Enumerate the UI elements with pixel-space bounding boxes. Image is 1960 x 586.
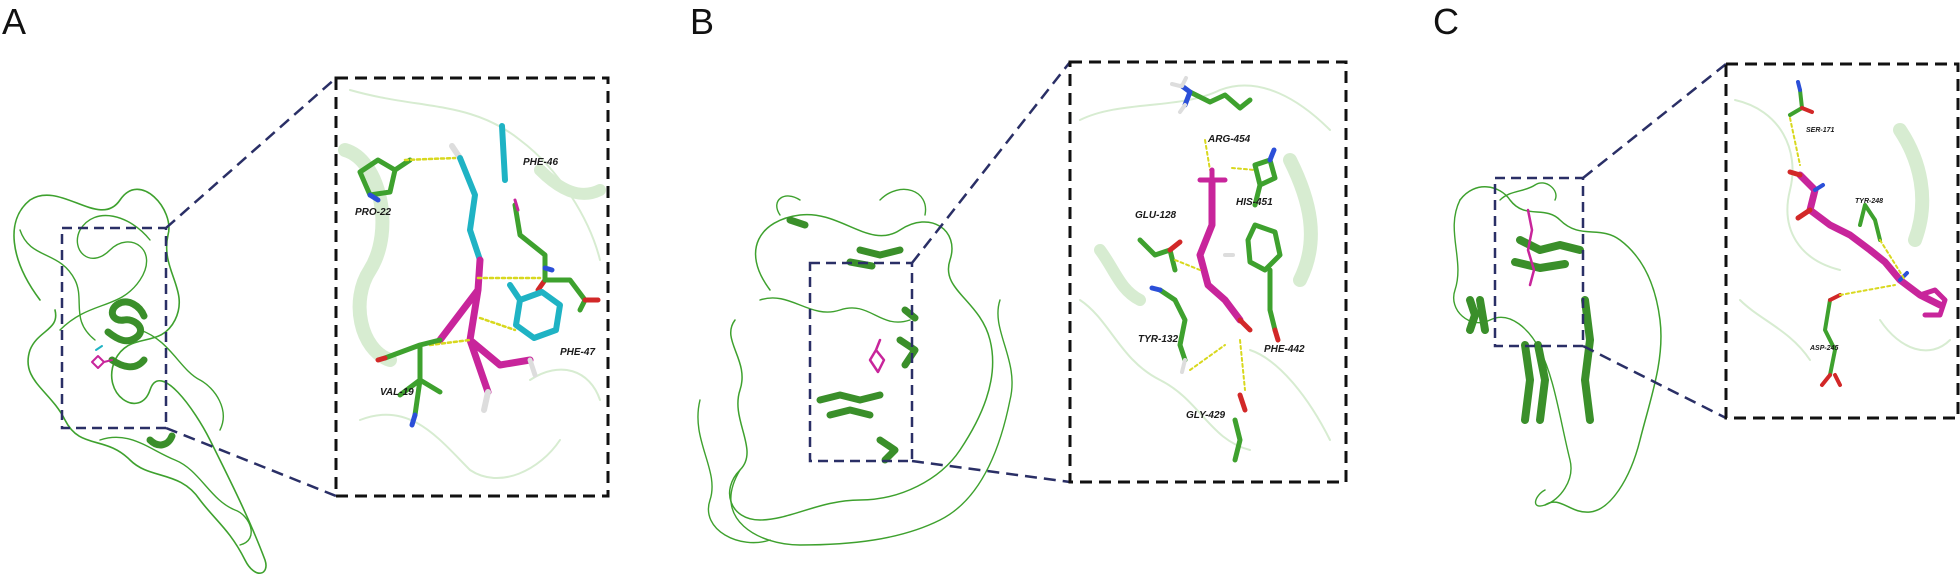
zoom-line-b-bottom xyxy=(911,459,1071,484)
panel-a: A xyxy=(2,1,610,574)
zoom-frame-a xyxy=(334,76,610,498)
binding-site-zoom-a: PRO-22 PHE-46 PHE-47 VAL-19 xyxy=(334,76,610,498)
residue-label-val-19: VAL-19 xyxy=(380,387,414,398)
panel-label-b: B xyxy=(690,1,714,42)
residue-label-ser-171: SER-171 xyxy=(1806,127,1835,134)
residue-label-his-451: HIS-451 xyxy=(1236,197,1273,208)
focus-box-c xyxy=(1493,176,1585,348)
residue-label-arg-454: ARG-454 xyxy=(1207,134,1251,145)
residue-label-phe-47: PHE-47 xyxy=(560,347,595,358)
binding-site-zoom-b: ARG-454 HIS-451 GLU-128 TYR-132 PHE-442 … xyxy=(1068,60,1348,484)
residue-label-phe-46: PHE-46 xyxy=(523,157,558,168)
protein-overview-c xyxy=(1453,176,1662,513)
zoom-line-c-bottom xyxy=(1582,344,1727,420)
residue-label-tyr-132: TYR-132 xyxy=(1138,334,1178,345)
residue-label-tyr-248: TYR-248 xyxy=(1855,198,1883,205)
zoom-line-a-bottom xyxy=(165,426,337,498)
residue-label-asp-245: ASP-245 xyxy=(1809,345,1839,352)
panel-label-a: A xyxy=(2,1,26,42)
residue-label-gly-429: GLY-429 xyxy=(1186,410,1226,421)
focus-box-b xyxy=(808,261,914,463)
residue-label-glu-128: GLU-128 xyxy=(1135,210,1177,221)
panel-label-c: C xyxy=(1433,1,1459,42)
zoom-line-a-top xyxy=(165,77,337,229)
protein-overview-b xyxy=(697,188,1013,546)
zoom-frame-c xyxy=(1724,62,1960,420)
zoom-line-c-top xyxy=(1582,63,1727,179)
focus-box-a xyxy=(60,226,168,430)
protein-overview-a xyxy=(13,188,267,574)
zoom-frame-b xyxy=(1068,60,1348,484)
zoom-line-b-top xyxy=(911,61,1071,264)
residue-label-phe-442: PHE-442 xyxy=(1264,344,1305,355)
residue-label-pro-22: PRO-22 xyxy=(355,207,392,218)
panel-c: C xyxy=(1433,1,1960,513)
panel-b: B xyxy=(690,1,1348,546)
binding-site-zoom-c: SER-171 TYR-248 ASP-245 xyxy=(1724,62,1960,420)
